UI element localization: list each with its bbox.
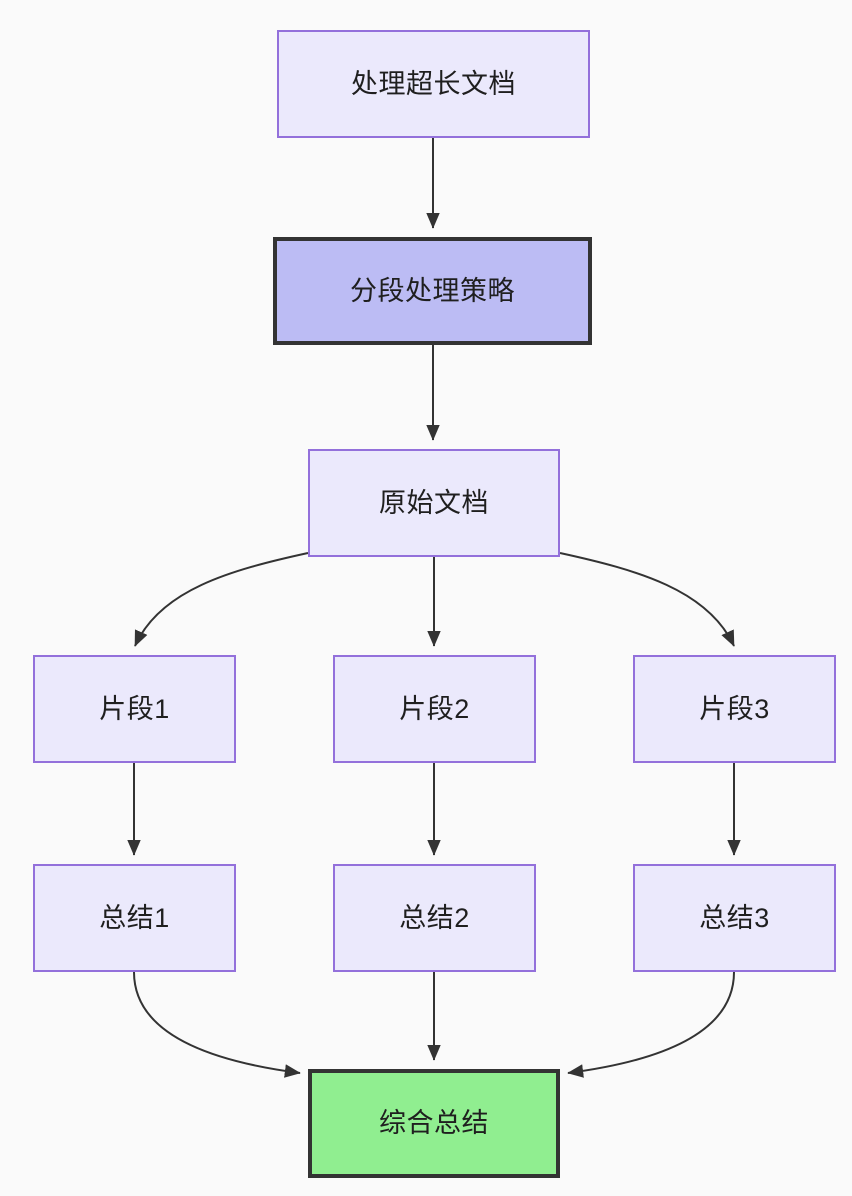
node-label: 处理超长文档 bbox=[351, 68, 516, 99]
node-label: 片段1 bbox=[99, 693, 170, 724]
node-chunking-strategy[interactable]: 分段处理策略 bbox=[273, 237, 592, 345]
node-label: 总结1 bbox=[99, 902, 170, 933]
node-label: 分段处理策略 bbox=[350, 275, 515, 306]
edge-sum1-to-final bbox=[133, 971, 301, 1078]
node-summary-1[interactable]: 总结1 bbox=[33, 864, 236, 972]
node-label: 片段2 bbox=[399, 693, 470, 724]
node-source-document[interactable]: 原始文档 bbox=[308, 449, 560, 557]
node-segment-3[interactable]: 片段3 bbox=[633, 655, 836, 763]
node-summary-3[interactable]: 总结3 bbox=[633, 864, 836, 972]
node-summary-2[interactable]: 总结2 bbox=[333, 864, 536, 972]
node-combined-summary[interactable]: 综合总结 bbox=[308, 1069, 560, 1178]
node-label: 原始文档 bbox=[379, 487, 489, 518]
node-process-long-document[interactable]: 处理超长文档 bbox=[277, 30, 590, 138]
edge-sum3-to-final bbox=[567, 971, 735, 1078]
node-segment-2[interactable]: 片段2 bbox=[333, 655, 536, 763]
node-label: 综合总结 bbox=[379, 1108, 489, 1139]
node-label: 总结2 bbox=[399, 902, 470, 933]
node-segment-1[interactable]: 片段1 bbox=[33, 655, 236, 763]
edge-source-to-seg1 bbox=[134, 552, 309, 647]
node-label: 总结3 bbox=[699, 902, 770, 933]
edge-source-to-seg3 bbox=[559, 552, 735, 647]
node-label: 片段3 bbox=[699, 693, 770, 724]
